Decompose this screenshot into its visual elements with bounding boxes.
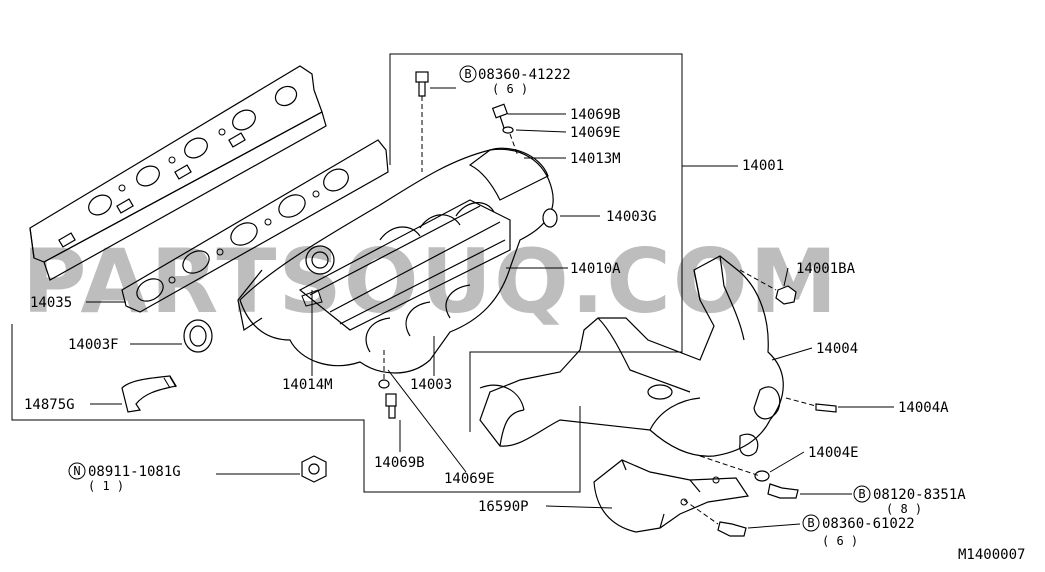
svg-text:B: B: [464, 67, 471, 81]
label-14001[interactable]: 14001: [742, 158, 784, 174]
heat-shield-drawing: [593, 459, 750, 533]
label-14014M[interactable]: 14014M: [282, 377, 333, 393]
label-14004[interactable]: 14004: [816, 341, 858, 357]
label-14013M[interactable]: 14013M: [570, 151, 621, 167]
label-14010A[interactable]: 14010A: [570, 261, 621, 277]
cylinder-head-drawing: [29, 65, 327, 281]
exhaust-manifold-drawing: [237, 147, 554, 374]
label-14069E-bottom[interactable]: 14069E: [444, 471, 495, 487]
label-14069B-bottom[interactable]: 14069B: [374, 455, 425, 471]
qty-08360-41222: ( 6 ): [492, 82, 528, 96]
nut-drawing: [301, 455, 327, 483]
qty-08120-8351A: ( 8 ): [886, 502, 922, 516]
diagram-code: M1400007: [958, 547, 1025, 563]
label-14001BA[interactable]: 14001BA: [796, 261, 856, 277]
b-marker-bot: B: [802, 514, 820, 532]
label-14003F[interactable]: 14003F: [68, 337, 119, 353]
plug-drawing: [542, 208, 558, 228]
n-marker: N: [68, 462, 86, 480]
label-08120-8351A[interactable]: 08120-8351A: [873, 487, 966, 503]
label-14069E-top[interactable]: 14069E: [570, 125, 621, 141]
leader-lines: [86, 87, 894, 529]
watermark: PARTSOUQ.COM: [22, 230, 839, 333]
qty-08911-1081G: ( 1 ): [88, 479, 124, 493]
ring-gasket-drawing: [183, 319, 213, 353]
label-14003G[interactable]: 14003G: [606, 209, 657, 225]
bracket-lines: [11, 53, 738, 493]
label-14004E[interactable]: 14004E: [808, 445, 859, 461]
exhaust-pipe-drawing: [479, 255, 784, 457]
qty-08360-61022: ( 6 ): [822, 534, 858, 548]
label-14035[interactable]: 14035: [30, 295, 72, 311]
label-16590P[interactable]: 16590P: [478, 499, 529, 515]
label-14004A[interactable]: 14004A: [898, 400, 949, 416]
b-marker-mid: B: [853, 485, 871, 503]
label-08360-41222[interactable]: 08360-41222: [478, 67, 571, 83]
label-14069B-top[interactable]: 14069B: [570, 107, 621, 123]
hardware-right-drawing: [683, 269, 837, 537]
b-marker-top: B: [459, 65, 477, 83]
label-14003[interactable]: 14003: [410, 377, 452, 393]
svg-text:N: N: [73, 464, 80, 478]
svg-text:B: B: [807, 516, 814, 530]
bottom-bolt-drawing: [378, 350, 397, 419]
label-08360-61022[interactable]: 08360-61022: [822, 516, 915, 532]
top-bolt-drawing: [415, 71, 519, 172]
label-14875G[interactable]: 14875G: [24, 397, 75, 413]
label-08911-1081G[interactable]: 08911-1081G: [88, 464, 181, 480]
hose-drawing: [121, 375, 177, 413]
gasket-drawing: [121, 139, 389, 313]
svg-text:B: B: [858, 487, 865, 501]
